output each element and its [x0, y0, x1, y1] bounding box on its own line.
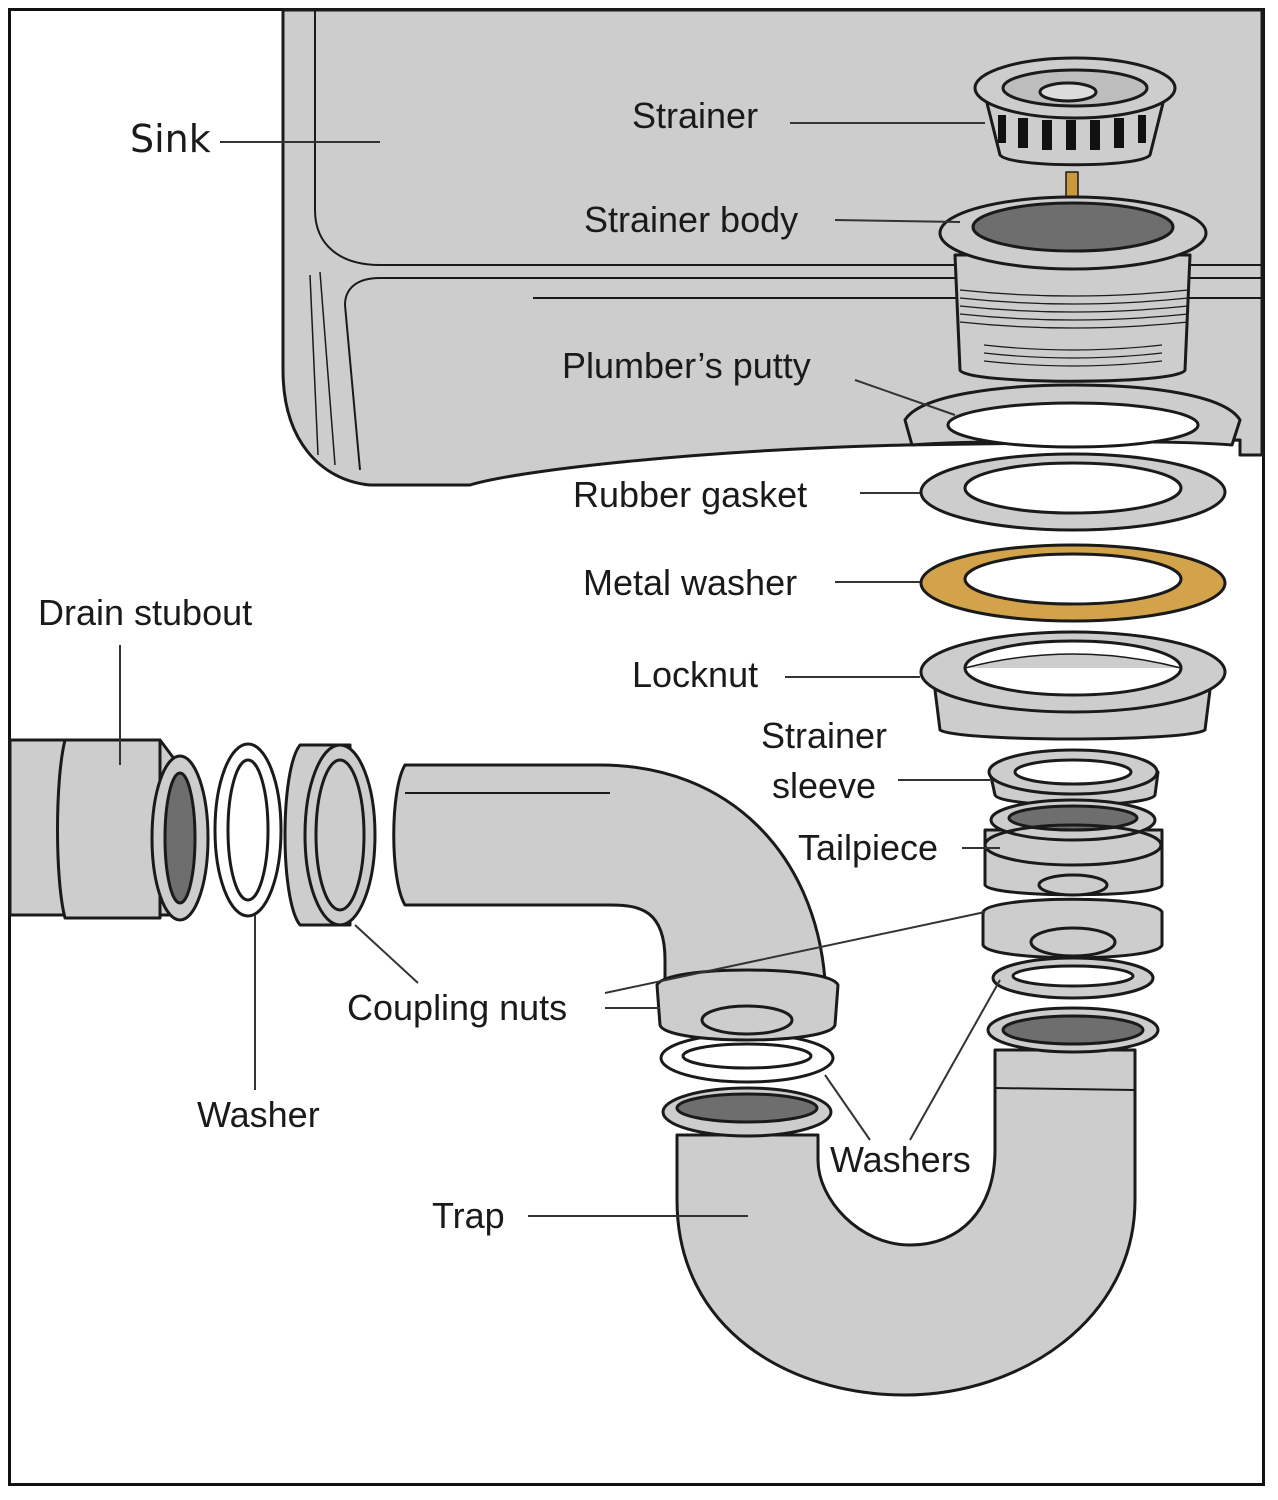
label-drain-stubout: Drain stubout	[38, 592, 253, 633]
label-washer: Washer	[197, 1094, 320, 1135]
plumbers-putty-part	[903, 383, 1242, 449]
strainer-part	[973, 56, 1177, 167]
leader-washers-right	[909, 979, 1001, 1141]
metal-washer-part	[919, 543, 1227, 623]
strainer-sleeve-part	[987, 748, 1160, 807]
label-strainer-sleeve-line1: Strainer	[760, 715, 888, 756]
strainer-body-part	[938, 195, 1208, 383]
trap-arm-part	[392, 763, 827, 992]
label-sink: Sink	[130, 117, 211, 161]
label-strainer: Strainer	[632, 95, 759, 136]
leader-plumbers-putty	[854, 379, 956, 416]
stubout-washer-part	[213, 742, 283, 918]
leader-coupling-nut-trap	[604, 911, 986, 994]
drain-stubout-part	[8, 738, 210, 922]
leader-washers-left	[824, 1074, 871, 1141]
trap-washer	[659, 1032, 835, 1084]
label-metal-washer: Metal washer	[583, 562, 798, 603]
leader-coupling-nut-stubout	[354, 924, 419, 984]
label-plumbers-putty: Plumber’s putty	[562, 345, 811, 386]
locknut-part	[919, 630, 1227, 741]
label-trap: Trap	[432, 1195, 505, 1236]
rubber-gasket-part	[919, 452, 1227, 532]
trap-arm-coupling-nut	[655, 968, 840, 1042]
stubout-coupling-nut	[283, 743, 377, 927]
label-strainer-body: Strainer body	[584, 199, 799, 240]
label-strainer-sleeve-line2: sleeve	[771, 765, 877, 806]
sink-inner-bowl	[314, 10, 1262, 266]
sink-lower-lip	[344, 277, 1262, 471]
tailpiece-coupling-nut	[981, 897, 1164, 1000]
label-rubber-gasket: Rubber gasket	[573, 474, 808, 515]
sink-edge-line-1	[309, 274, 319, 456]
trap-part	[661, 1006, 1160, 1397]
label-coupling-nuts: Coupling nuts	[347, 987, 568, 1028]
leader-strainer-body	[834, 219, 961, 223]
label-washers: Washers	[830, 1139, 971, 1180]
label-tailpiece: Tailpiece	[798, 827, 939, 868]
tailpiece-part	[983, 798, 1164, 897]
sink-edge-line-2	[319, 271, 336, 466]
label-locknut: Locknut	[632, 654, 759, 695]
